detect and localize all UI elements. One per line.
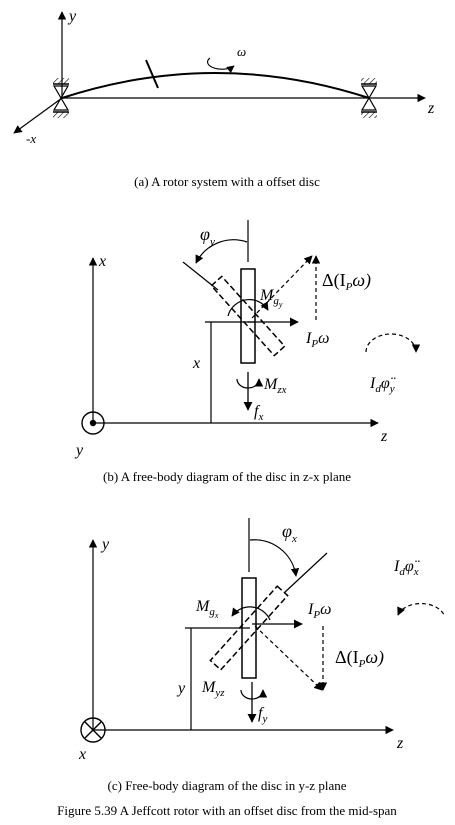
- panel-b-caption: (b) A free-body diagram of the disc in z…: [103, 469, 351, 484]
- panel-c-phi-arc: [249, 539, 300, 577]
- panel-c-distance-label: y: [176, 680, 186, 697]
- panel-b-mg-label: Mgy: [259, 287, 283, 309]
- panel-c-z-label: z: [396, 735, 404, 752]
- panel-c-y-label: y: [100, 536, 110, 553]
- panel-b-delta-label: Δ(IPω): [322, 270, 371, 293]
- panel-c-ip-label: IPω: [307, 601, 331, 621]
- panel-c-tilted-disc: [209, 585, 289, 671]
- panel-c-disc: [241, 577, 257, 679]
- panel-b-y-label: y: [74, 442, 84, 459]
- panel-b-zx-plane: x z y x φy Mgy Δ(IPω) IPω Mzx fx Idφ̈y (…: [74, 220, 421, 484]
- deflected-shaft: [61, 72, 370, 99]
- panel-a-neg-x-axis: [13, 97, 63, 134]
- panel-c-into-page-symbol: [80, 717, 106, 743]
- left-bearing: [52, 78, 70, 118]
- right-bearing: [360, 78, 378, 118]
- figure-caption: Figure 5.39 A Jeffcott rotor with an off…: [57, 803, 397, 818]
- panel-b-distance-label: x: [192, 355, 200, 372]
- panel-c-ip-diag-arrow: [254, 625, 323, 691]
- panel-b-tilted-disc: [210, 275, 286, 357]
- panel-c-x-label: x: [78, 746, 86, 763]
- panel-c-fy-label: fy: [258, 705, 267, 725]
- panel-c-myz-label: Myz: [201, 679, 225, 699]
- panel-b-x-label: x: [98, 253, 106, 270]
- panel-c-mg-arc: [231, 606, 271, 621]
- panel-c-id-label: Idφ̈x: [393, 558, 420, 578]
- panel-b-phi-arc: [195, 239, 248, 264]
- panel-c-mg-label: Mgx: [195, 598, 219, 620]
- offset-disc: [145, 59, 159, 89]
- panel-c-caption: (c) Free-body diagram of the disc in y-z…: [108, 778, 347, 793]
- rotation-arrow: [207, 57, 235, 74]
- panel-a-caption: (a) A rotor system with a offset disc: [134, 174, 320, 189]
- panel-b-z-label: z: [380, 428, 388, 445]
- panel-b-mzx-label: Mzx: [263, 376, 287, 396]
- panel-a-rotor-system: y z -x ω (a) A rotor system with a offse…: [13, 8, 435, 189]
- panel-a-y-label: y: [67, 8, 77, 25]
- panel-a-z-label: z: [427, 100, 435, 117]
- panel-c-id-arc: [397, 602, 445, 616]
- panel-a-omega-label: ω: [237, 44, 246, 59]
- panel-b-id-label: Idφ̈y: [369, 375, 396, 395]
- panel-b-fx-label: fx: [254, 403, 263, 423]
- panel-b-ip-diag-arrow: [251, 255, 313, 319]
- panel-b-disc: [240, 268, 256, 364]
- panel-b-id-arc: [365, 333, 421, 353]
- panel-b-ip-label: IPω: [305, 330, 329, 350]
- panel-a-neg-x-label: -x: [26, 131, 36, 146]
- panel-b-phi-label: φy: [200, 224, 215, 248]
- panel-c-yz-plane: y z x y φx Mgx IPω Δ(IPω) Myz fy Idφ̈x (…: [78, 518, 445, 793]
- panel-c-delta-label: Δ(IPω): [335, 647, 384, 670]
- panel-c-phi-label: φx: [282, 521, 297, 545]
- panel-b-out-of-page-symbol: [81, 411, 105, 435]
